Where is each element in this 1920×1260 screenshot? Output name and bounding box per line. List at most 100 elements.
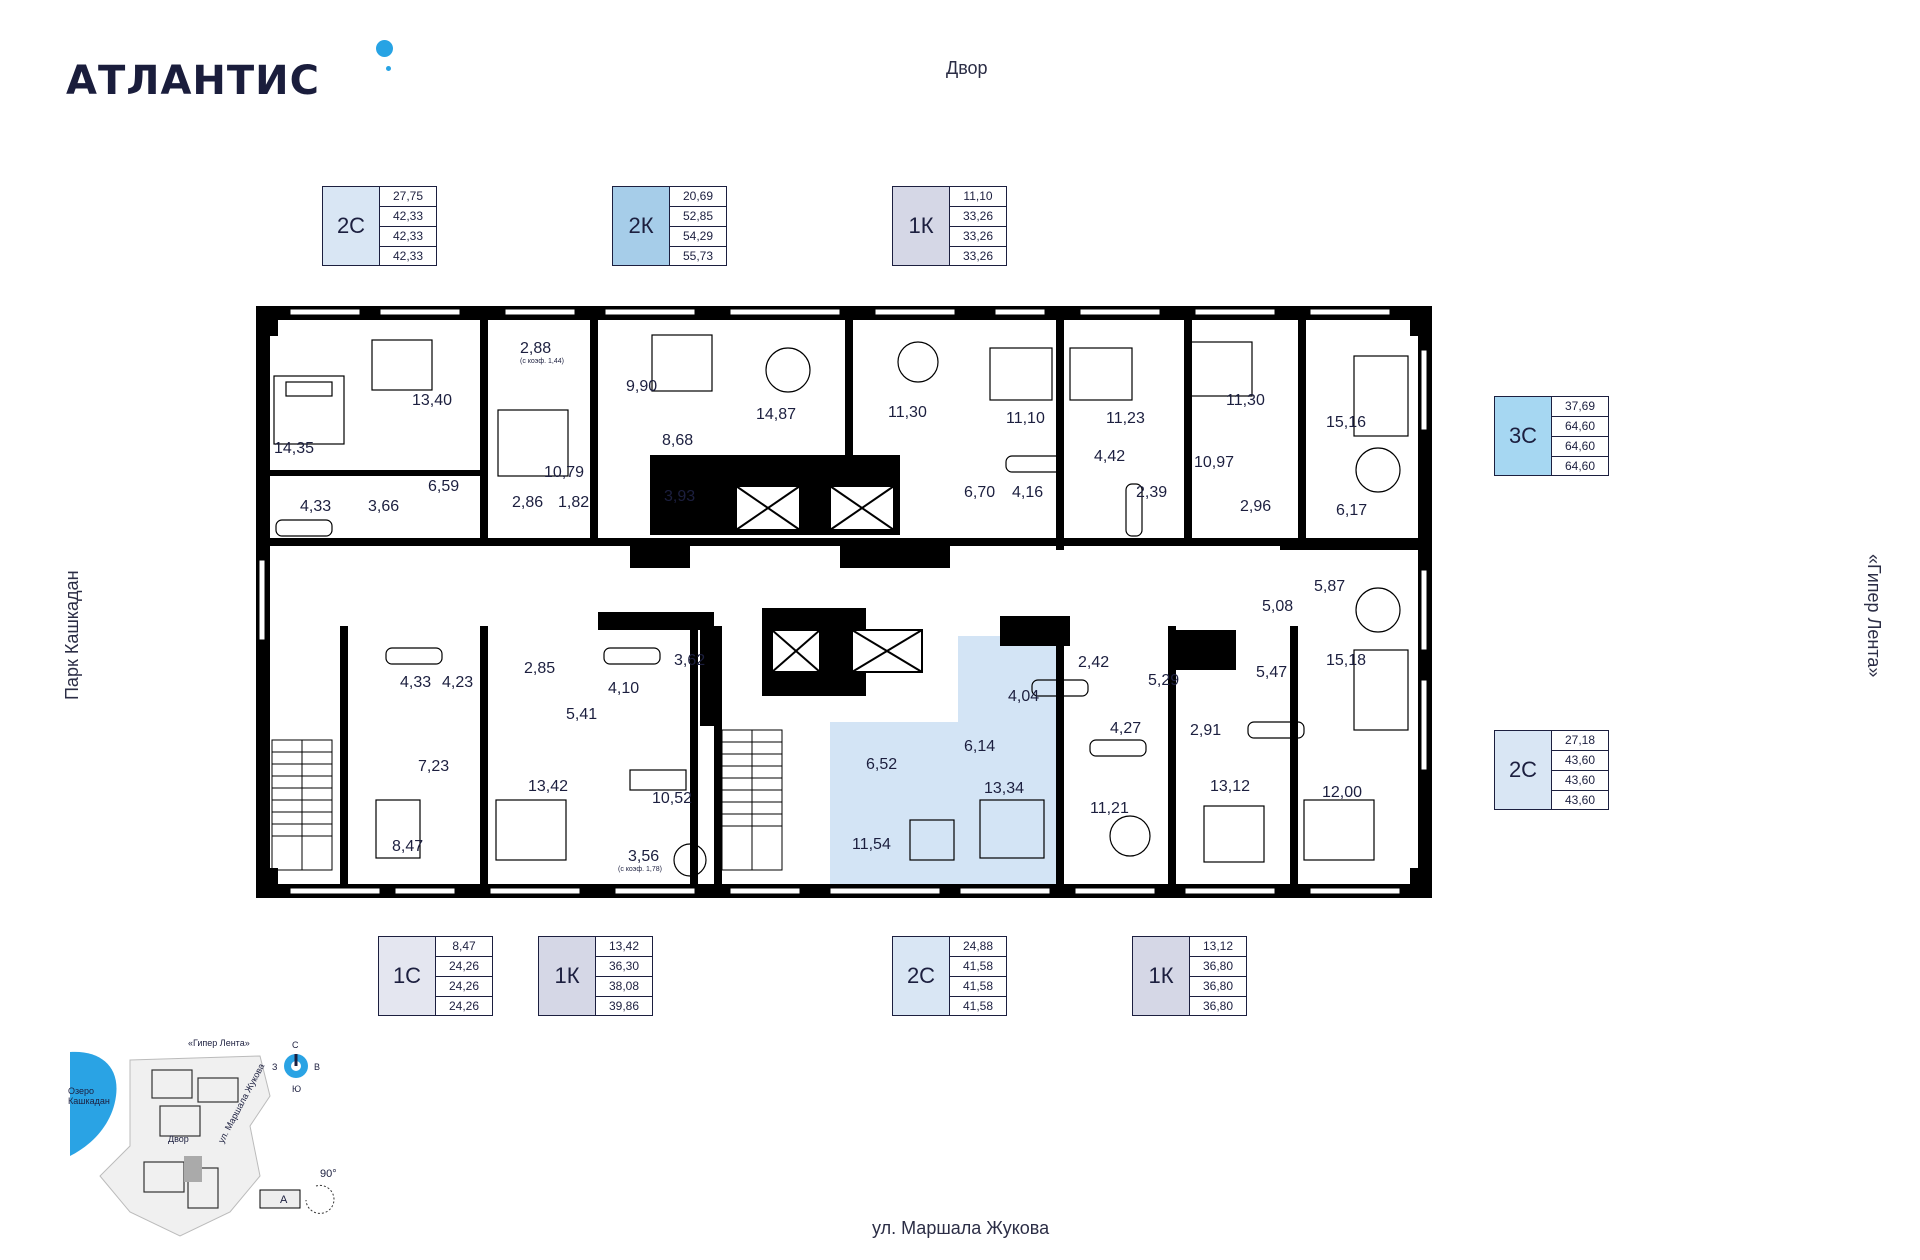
area-alt-2: 42,33 xyxy=(392,249,424,263)
area-alt-1: 36,80 xyxy=(1190,977,1246,997)
room-area: 2,42 xyxy=(1078,654,1110,671)
site-road-label: «Гипер Лента» xyxy=(188,1038,250,1048)
living-area: 27,75 xyxy=(380,187,436,207)
area-alt-1: 54,29 xyxy=(670,227,726,247)
highlighted-unit-2c[interactable] xyxy=(830,636,1064,884)
area-alt-1: 38,08 xyxy=(596,977,652,997)
area-alt-1: 33,26 xyxy=(950,227,1006,247)
area-alt-1: 42,33 xyxy=(380,227,436,247)
living-area: 11,10 xyxy=(950,187,1006,207)
room-area: 14,87 xyxy=(756,406,797,423)
site-area xyxy=(99,1055,271,1237)
room-area: 4,27 xyxy=(1110,720,1142,737)
furniture xyxy=(273,334,1409,877)
current-building-marker xyxy=(184,1156,202,1182)
area-alt-2: 39,86 xyxy=(608,999,640,1013)
room-area-note: (с коэф. 1,44) xyxy=(520,358,564,365)
area-alt-1: 41,58 xyxy=(950,977,1006,997)
room-area: 4,33 xyxy=(300,498,332,515)
total-area: 36,80 xyxy=(1190,957,1246,977)
room-area: 2,88 xyxy=(520,340,552,357)
site-yard-label: Двор xyxy=(168,1134,189,1144)
living-area: 13,12 xyxy=(1190,937,1246,957)
living-area: 20,69 xyxy=(670,187,726,207)
room-area: 5,47 xyxy=(1256,664,1288,681)
area-alt-1: 24,26 xyxy=(436,977,492,997)
room-area-note: (с коэф. 1,78) xyxy=(618,866,662,873)
compass-west: З xyxy=(272,1062,278,1072)
living-area: 13,42 xyxy=(596,937,652,957)
rotation-arc-icon xyxy=(305,1184,335,1214)
lake-shape xyxy=(70,1051,117,1156)
total-area: 24,26 xyxy=(436,957,492,977)
room-area: 4,16 xyxy=(1012,484,1044,501)
room-area: 13,42 xyxy=(528,778,569,795)
room-area: 2,85 xyxy=(524,660,556,677)
area-alt-2: 64,60 xyxy=(1564,459,1596,473)
compass-south: Ю xyxy=(292,1084,302,1094)
room-area: 4,23 xyxy=(442,674,474,691)
room-area: 4,10 xyxy=(608,680,640,697)
living-area: 24,88 xyxy=(950,937,1006,957)
room-area: 14,35 xyxy=(274,440,315,457)
living-area: 8,47 xyxy=(436,937,492,957)
unit-type-label: 2С xyxy=(322,186,380,266)
bathtubs xyxy=(275,455,1305,757)
unit-type-label: 1К xyxy=(538,936,596,1016)
unit-type-label: 1К xyxy=(892,186,950,266)
total-area: 36,30 xyxy=(596,957,652,977)
compass-north: С xyxy=(292,1040,299,1050)
unit-type-label: 2С xyxy=(892,936,950,1016)
room-area: 8,68 xyxy=(662,432,694,449)
site-plan xyxy=(70,1051,335,1237)
compass-east: В xyxy=(314,1062,321,1072)
room-area: 4,04 xyxy=(1008,688,1040,705)
room-area: 11,30 xyxy=(1226,392,1265,409)
living-area: 27,18 xyxy=(1552,731,1608,751)
room-area: 6,17 xyxy=(1336,502,1368,519)
unit-type-label: 2С xyxy=(1494,730,1552,810)
area-alt-2: 43,60 xyxy=(1564,793,1596,807)
room-area: 5,29 xyxy=(1148,672,1180,689)
room-area: 10,97 xyxy=(1194,454,1235,471)
room-area: 13,12 xyxy=(1210,778,1251,795)
section-marker xyxy=(259,1189,301,1209)
room-area: 12,00 xyxy=(1322,784,1363,801)
total-area: 42,33 xyxy=(380,207,436,227)
room-area: 4,33 xyxy=(400,674,432,691)
brand-logo: АТЛАНТИС xyxy=(66,58,321,104)
room-area: 11,10 xyxy=(1006,410,1045,427)
logo-dot-small-icon xyxy=(386,66,391,71)
unit-type-label: 2К xyxy=(612,186,670,266)
label-yard: Двор xyxy=(946,58,988,78)
room-area: 5,41 xyxy=(566,706,598,723)
room-area: 4,42 xyxy=(1094,448,1126,465)
area-alt-2: 33,26 xyxy=(962,249,994,263)
rotation-label: 90° xyxy=(320,1168,337,1180)
site-lake-label: Озеро Кашкадан xyxy=(68,1086,110,1106)
room-area: 13,40 xyxy=(412,392,453,409)
room-area: 15,18 xyxy=(1326,652,1367,669)
room-area: 3,93 xyxy=(664,488,696,505)
label-street: ул. Маршала Жукова xyxy=(872,1218,1050,1238)
room-area: 7,23 xyxy=(418,758,450,775)
unit-type-label: 1С xyxy=(378,936,436,1016)
area-alt-2: 55,73 xyxy=(682,249,714,263)
